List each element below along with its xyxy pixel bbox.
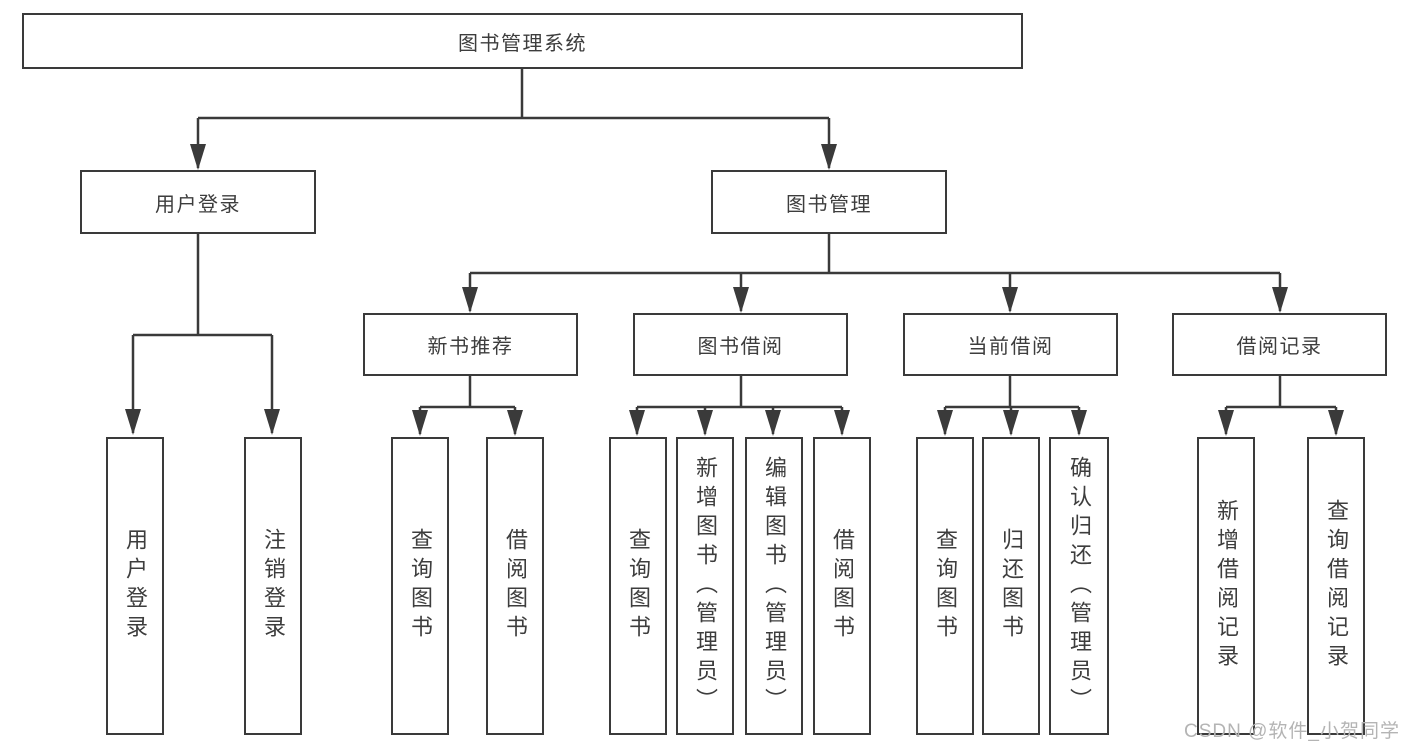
leaf-confirm-return-admin: 确认归还（管理员） [1049,437,1109,735]
node-label: 图书管理 [786,193,872,216]
csdn-watermark: CSDN @软件_小贺同学 [1184,721,1400,742]
node-label: 编辑图书（管理员） [762,455,787,717]
node-label: 借阅图书 [830,528,855,644]
node-label: 归还图书 [999,528,1024,644]
node-label: 确认归还（管理员） [1067,455,1092,717]
node-label: 新增图书（管理员） [693,455,718,717]
node-label: 借阅图书 [503,528,528,644]
node-label: 查询借阅记录 [1324,499,1349,673]
node-library-management-system: 图书管理系统 [22,13,1023,69]
leaf-borrow-books-recommend: 借阅图书 [486,437,544,735]
node-label: 注销登录 [261,528,286,644]
leaf-query-books-current: 查询图书 [916,437,974,735]
node-label: 新书推荐 [427,336,514,358]
leaf-add-book-admin: 新增图书（管理员） [676,437,734,735]
leaf-borrow-books: 借阅图书 [813,437,871,735]
node-book-borrowing: 图书借阅 [633,313,848,376]
node-label: 查询图书 [933,528,958,644]
node-label: 当前借阅 [967,336,1054,358]
node-label: 借阅记录 [1236,336,1323,358]
node-user-login: 用户登录 [80,170,316,234]
node-label: 新增借阅记录 [1214,499,1239,673]
node-label: 查询图书 [408,528,433,644]
node-new-book-recommend: 新书推荐 [363,313,578,376]
leaf-logout: 注销登录 [244,437,302,735]
node-current-borrowing: 当前借阅 [903,313,1118,376]
node-label: 用户登录 [123,528,148,644]
node-label: 图书管理系统 [458,32,587,55]
leaf-query-books-recommend: 查询图书 [391,437,449,735]
leaf-query-books-borrowing: 查询图书 [609,437,667,735]
leaf-query-borrow-record: 查询借阅记录 [1307,437,1365,735]
leaf-edit-book-admin: 编辑图书（管理员） [745,437,803,735]
leaf-add-borrow-record: 新增借阅记录 [1197,437,1255,735]
node-label: 查询图书 [626,528,651,644]
leaf-return-book: 归还图书 [982,437,1040,735]
node-label: 用户登录 [155,193,241,216]
node-borrowing-records: 借阅记录 [1172,313,1387,376]
node-label: 图书借阅 [697,336,784,358]
node-book-management: 图书管理 [711,170,947,234]
leaf-user-login: 用户登录 [106,437,164,735]
